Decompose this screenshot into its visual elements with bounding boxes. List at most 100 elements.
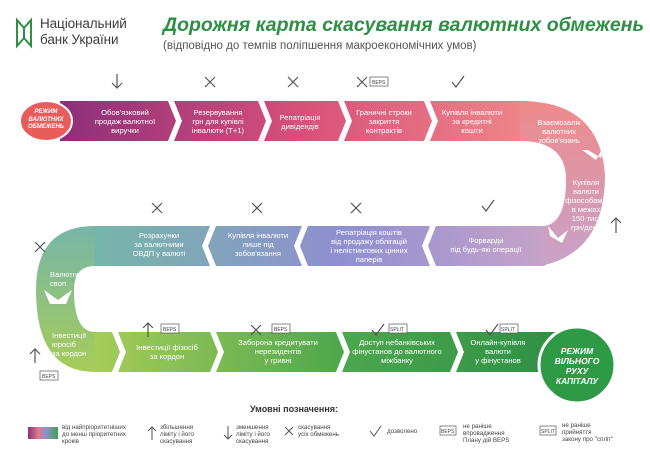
legend-item-allowed: дозволено [387,428,437,435]
end-badge-line: КАПІТАЛУ [555,376,599,386]
step-label: Валютний своп [50,270,100,288]
cross-icon [356,76,368,88]
step-line: нерезидентів [254,347,302,356]
arrow-up-icon [142,322,154,337]
step-line: за кредитні [452,117,492,126]
beps-tag-text: BEPS [372,80,386,86]
end-badge-line: РЕЖИМ [560,346,594,356]
step-line: ОВДП у валюті [132,249,186,258]
ribbon-top [60,101,544,141]
start-badge-line: ОБМЕЖЕНЬ [27,124,65,130]
step-line: виручки [111,126,139,135]
step-line: Обов'язковий [101,108,149,117]
split-tag-text: SPLIT [390,327,404,333]
step-line: Валютний [50,270,86,279]
beps-tag-text: BEPS [163,327,177,333]
cross-icon [204,76,216,88]
start-badge-line: РЕЖИМ [34,109,58,115]
legend-item-decrease: зменшення ліміту і його скасування [236,424,286,445]
ribbon-bottom [95,332,560,372]
step-line: грн для купівлі [192,117,244,126]
step-line: міжбанку [381,356,413,365]
legend-line: зменшення [236,424,269,431]
step-line: Взаємозалік [537,118,581,127]
step-line: і нелістингових цінних [330,246,408,255]
nbu-name-line2: банк України [40,32,119,47]
cross-icon [284,426,294,436]
split-tag-text: SPLIT [541,429,555,435]
step-line: фінустанов до валютного [352,347,442,356]
beps-tag-icon: BEPS [369,76,389,87]
status-icons [29,74,622,363]
legend-item-split: не раніше прийняття закону про "спліт" [562,422,642,443]
step-line: зобов'язання [235,249,281,258]
legend-line: скасування [298,424,331,431]
step-line: за кордон [149,352,185,361]
arrow-down-icon [111,74,123,89]
step-line: Резервування [193,108,243,117]
step-line: закриття [368,117,400,126]
legend-title: Умовні позначення: [250,404,339,414]
step-label: Купівля валюти фізособами в межах 150 ти… [562,178,610,232]
legend-item-cancel: скасування усіх обмежень [298,424,364,438]
legend-line: до менш пріоритетних [62,431,126,438]
start-badge: РЕЖИМ ВАЛЮТНИХ ОБМЕЖЕНЬ [22,109,70,132]
legend-item-priority: від найпріоритетніших до менш пріоритетн… [62,424,142,445]
split-tag-icon: SPLIT [499,323,519,334]
split-tag-icon: SPLIT [388,323,408,334]
split-tag-icon: SPLIT [539,425,557,436]
step-line: контрактів [365,126,403,135]
step-label: Доступ небанківських фінустанов до валют… [344,338,450,365]
end-badge-shape [537,325,617,405]
check-icon [369,425,382,437]
beps-tag-icon: BEPS [39,370,59,381]
beps-tag-icon: BEPS [160,323,180,334]
check-icon [481,199,495,212]
chevrons-curves [44,146,604,304]
legend-line: збільшення [160,424,194,431]
arrow-down-icon [223,426,233,440]
legend-icons: BEPS SPLIT [28,425,557,440]
legend-line: не раніше [463,423,492,430]
beps-tag-text: BEPS [274,327,288,333]
ribbon-curve-right [520,101,605,265]
legend-item-increase: збільшення ліміту і його скасування [160,424,220,445]
step-line: валюти [485,347,511,356]
chevrons-middle [202,226,436,266]
beps-tag-text: BEPS [441,429,455,435]
chevrons-top [168,101,438,141]
step-label: Інвестиції юросіб за кордон [52,331,102,358]
step-label: Репатріація коштів від продажу облігацій… [314,228,424,264]
step-line: лише під [242,240,274,249]
step-line: валютних [542,127,576,136]
legend-line: ліміту і його [236,431,270,438]
beps-tag-icon: BEPS [271,323,291,334]
step-line: паперів [355,255,383,264]
gradient-bar-icon [28,427,58,439]
legend-line: ліміту і його [160,431,194,438]
step-line: грн/день [570,223,602,232]
step-line: Репатріація [279,113,321,122]
step-line: Купівля [572,178,600,187]
step-line: Купівля інвалюти [227,231,289,240]
end-badge-line: РУХУ [565,366,589,376]
cross-icon [250,324,262,336]
legend-line: не раніше [562,422,591,429]
step-line: Репатріація коштів [336,228,402,237]
nbu-logo: Національний банк України [14,14,154,54]
legend-line: прийняття [562,429,592,436]
step-label: Купівля інвалюти за кредитні кошти [432,108,512,135]
step-line: продаж валютної [94,117,156,126]
check-icon [451,75,465,88]
step-line: фізособами [565,196,607,205]
chevrons-bottom [112,332,464,372]
arrow-up-icon [610,217,622,233]
page-title: Дорожня карта скасування валютних обмеже… [163,14,645,36]
step-line: Форварди [468,236,504,245]
step-line: Розрахунки [138,231,180,240]
beps-tag-icon: BEPS [439,425,457,436]
step-line: Граничні строки [356,108,412,117]
step-label: Купівля інвалюти лише під зобов'язання [216,231,300,258]
step-line: інвалюти (Т+1) [191,126,245,135]
